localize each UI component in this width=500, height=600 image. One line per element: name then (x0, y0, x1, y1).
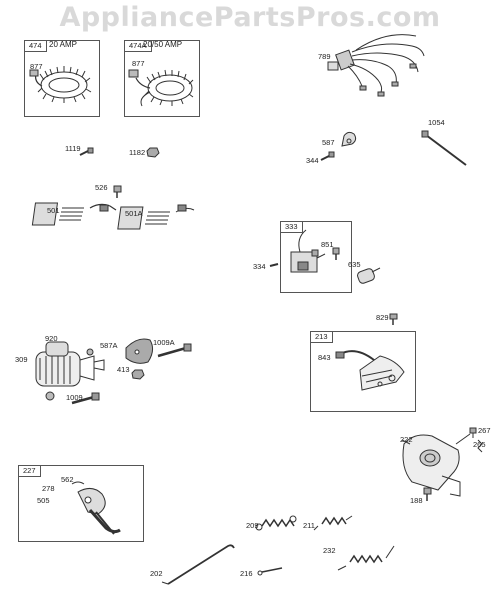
tie-strap-1054 (421, 130, 467, 166)
callout-1119: 1119 (65, 144, 81, 153)
part-box-333: 333 (280, 221, 352, 293)
callout-209: 209 (246, 521, 259, 530)
callout-202: 202 (150, 569, 163, 578)
callout-309: 309 (15, 355, 28, 364)
part-box-474: 474 20 AMP (24, 40, 100, 117)
callout-211: 211 (303, 521, 315, 530)
bolt-1009a (157, 343, 192, 358)
throttle-control-213 (335, 350, 405, 391)
clamp-587 (341, 131, 357, 147)
screw-188 (423, 487, 432, 501)
box-title-474a: 20/50 AMP (143, 40, 183, 49)
callout-232: 232 (323, 546, 336, 555)
control-rod-202 (161, 544, 235, 585)
nut-413 (131, 369, 145, 380)
callout-344: 344 (306, 156, 319, 165)
nut-1182 (146, 147, 160, 158)
callout-188: 188 (410, 496, 423, 505)
spring-232 (337, 545, 395, 571)
callout-413: 413 (117, 365, 130, 374)
callout-1009a: 1009A (153, 338, 175, 347)
callout-216: 216 (240, 569, 253, 578)
callout-829: 829 (376, 313, 389, 322)
callout-222: 222 (400, 435, 413, 444)
link-216 (257, 567, 283, 576)
screw-344 (320, 151, 335, 161)
spark-plug-boot-635 (357, 267, 381, 284)
part-box-474a: 474A 20/50 AMP (124, 40, 200, 117)
callout-1009: 1009 (66, 393, 83, 402)
terminal-851 (332, 247, 340, 260)
box-id-474: 474 (25, 41, 47, 52)
callout-265: 265 (473, 440, 486, 449)
spring-209 (255, 515, 297, 531)
screw-1119 (79, 147, 94, 156)
box-id-213: 213 (311, 332, 333, 343)
callout-843: 843 (318, 353, 331, 362)
callout-501: 501 (47, 206, 60, 215)
part-box-227: 227 (18, 465, 144, 542)
callout-851: 851 (321, 240, 334, 249)
box-id-227: 227 (19, 466, 41, 477)
callout-877-b: 877 (132, 59, 145, 68)
rectifier-501 (31, 202, 117, 226)
bracket-587a (125, 338, 154, 364)
callout-501a: 501A (125, 209, 143, 218)
callout-1054: 1054 (428, 118, 445, 127)
callout-505: 505 (37, 496, 50, 505)
box-title-474: 20 AMP (49, 40, 78, 49)
callout-562: 562 (61, 475, 74, 484)
callout-789: 789 (318, 52, 331, 61)
part-box-213: 213 (310, 331, 416, 412)
box-id-333: 333 (281, 222, 303, 233)
callout-920: 920 (45, 334, 58, 343)
callout-1182: 1182 (129, 148, 146, 157)
callout-587: 587 (322, 138, 335, 147)
callout-877-a: 877 (30, 62, 43, 71)
bolt-1009 (71, 392, 100, 405)
callout-334: 334 (253, 262, 266, 271)
spring-265 (477, 439, 483, 453)
callout-526: 526 (95, 183, 108, 192)
brake-lever-227 (71, 481, 121, 535)
ignition-module-333 (290, 229, 326, 273)
spring-211 (313, 515, 353, 531)
callout-278: 278 (42, 484, 55, 493)
stator-coil-877-b (128, 69, 194, 107)
callout-267: 267 (478, 426, 491, 435)
governor-control-222 (401, 433, 471, 497)
callout-587a: 587A (100, 341, 118, 350)
wiring-harness-789 (327, 34, 425, 97)
stator-coil-877-a (29, 66, 92, 103)
rectifier-501a (117, 204, 195, 230)
callout-635: 635 (348, 260, 361, 269)
starter-motor-920 (35, 341, 105, 401)
screw-334 (269, 263, 279, 267)
screw-526 (113, 185, 122, 198)
screw-267 (469, 427, 477, 438)
site-watermark: AppliancePartsPros.com (59, 2, 441, 33)
screw-829 (389, 313, 398, 325)
box-id-474a: 474A (125, 41, 152, 52)
